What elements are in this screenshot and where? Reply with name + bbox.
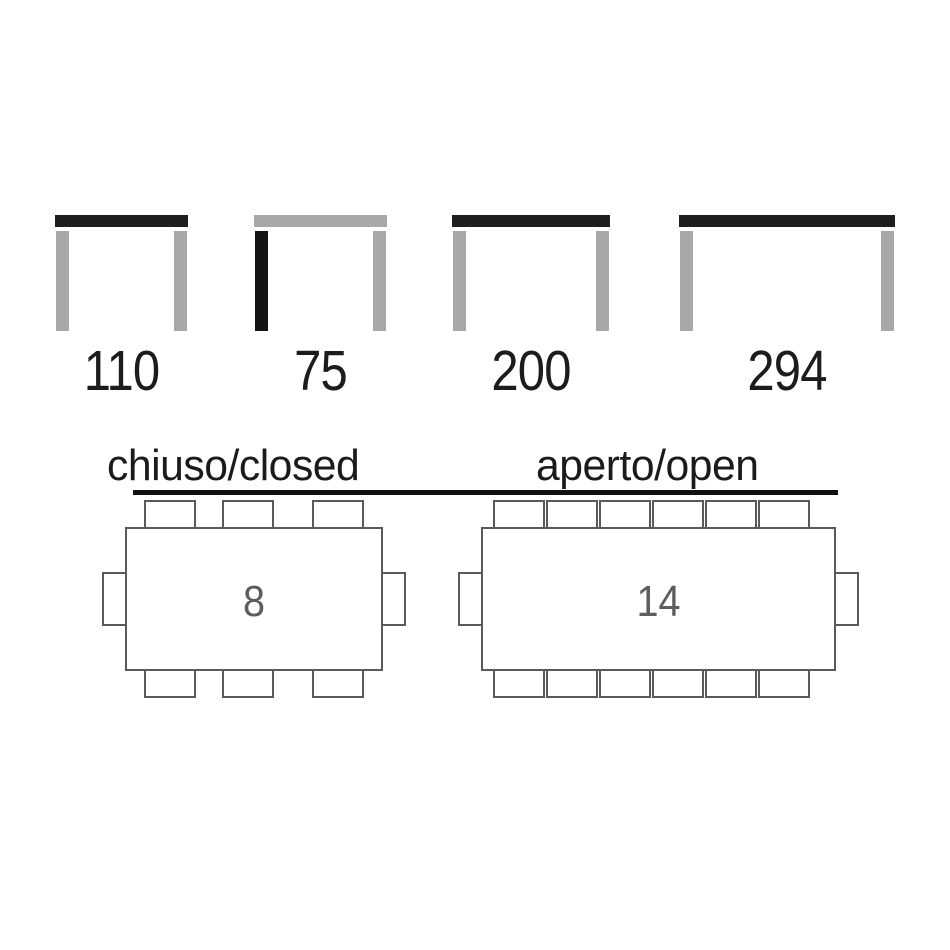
caption-open: aperto/open [536,441,759,490]
seat-right-1 [834,572,859,626]
seat-bottom-4 [652,669,704,698]
tabletop-slab [452,215,610,227]
elevation-view-294 [679,215,895,331]
seat-left-1 [458,572,483,626]
dimension-label-75: 75 [294,339,348,403]
table-leg-right [596,231,609,331]
seat-top-5 [705,500,757,529]
table-outline [481,527,836,671]
table-leg-right [881,231,894,331]
table-leg-right [373,231,386,331]
seat-bottom-5 [705,669,757,698]
seat-count-label: 14 [636,577,681,626]
dimension-label-294: 294 [747,339,827,403]
seat-bottom-3 [599,669,651,698]
elevation-view-200 [452,215,610,331]
seat-top-4 [652,500,704,529]
seat-top-3 [599,500,651,529]
seat-bottom-6 [758,669,810,698]
dimension-label-200: 200 [491,339,571,403]
table-leg-right [174,231,187,331]
tabletop-slab [254,215,387,227]
table-leg-left [56,231,69,331]
tabletop-slab [679,215,895,227]
seat-bottom-2 [222,669,274,698]
table-leg-left [255,231,268,331]
table-outline [125,527,383,671]
seat-left-1 [102,572,127,626]
table-leg-left [453,231,466,331]
seat-count-label: 8 [242,577,266,626]
seat-bottom-2 [546,669,598,698]
caption-closed: chiuso/closed [107,441,360,490]
rule-under-captions [133,490,838,495]
elevation-view-110 [55,215,188,331]
seat-bottom-1 [493,669,545,698]
elevation-view-75 [254,215,387,331]
seat-top-2 [546,500,598,529]
seat-top-6 [758,500,810,529]
table-leg-left [680,231,693,331]
dimension-label-110: 110 [83,339,160,403]
tabletop-slab [55,215,188,227]
seat-top-1 [493,500,545,529]
